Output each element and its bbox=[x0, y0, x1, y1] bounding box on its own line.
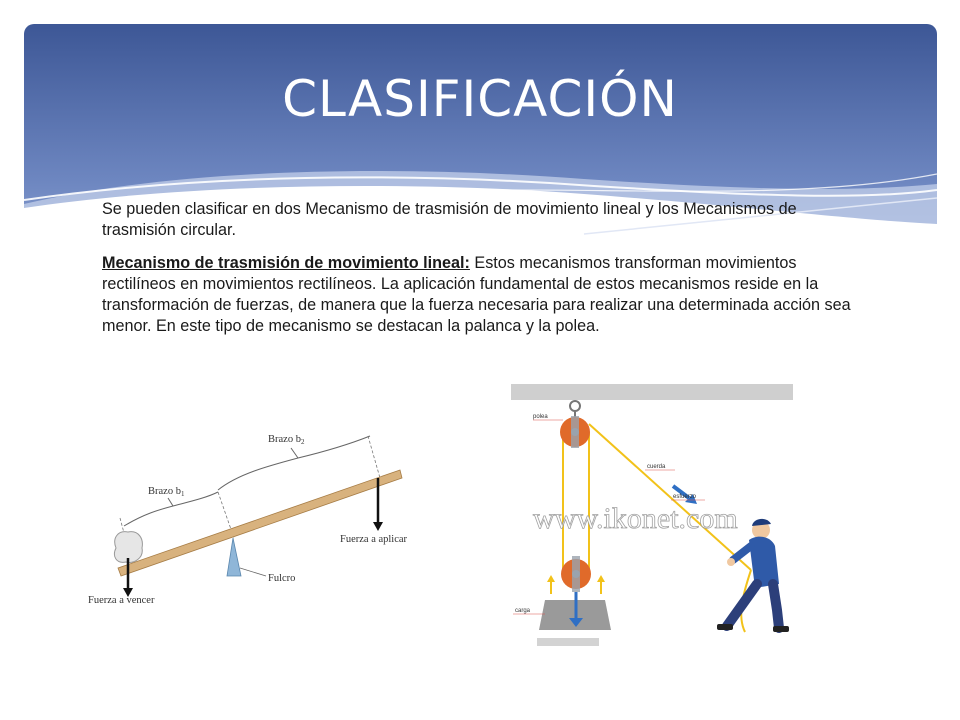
lever-diagram: Brazo b2 Brazo b1 Fuerza a aplicar Fuerz… bbox=[88, 418, 418, 610]
watermark-text: www.ikonet.com bbox=[533, 502, 738, 535]
arm-b1-label: Brazo b1 bbox=[148, 486, 185, 498]
load-rock bbox=[113, 531, 143, 563]
slide-body: Se pueden clasificar en dos Mecanismo de… bbox=[102, 199, 862, 337]
header-background bbox=[24, 24, 937, 284]
lever-beam bbox=[117, 469, 403, 577]
resistance-force-label: Fuerza a vencer bbox=[88, 595, 155, 606]
slide-title: CLASIFICACIÓN bbox=[282, 70, 678, 128]
worker-figure bbox=[717, 518, 789, 633]
applied-force-label: Fuerza a aplicar bbox=[340, 534, 408, 545]
header-band bbox=[24, 24, 937, 284]
intro-paragraph: Se pueden clasificar en dos Mecanismo de… bbox=[102, 200, 797, 239]
guide-line-effort bbox=[367, 435, 381, 479]
load-label: carga bbox=[515, 608, 531, 614]
linear-mechanism-term: Mecanismo de trasmisión de movimiento li… bbox=[102, 254, 470, 272]
arm-b1-bracket bbox=[123, 491, 219, 527]
ceiling-beam bbox=[511, 384, 793, 400]
linear-mechanism-description: Estos mecanismos transforman movimientos… bbox=[102, 254, 851, 335]
effort-arrow bbox=[671, 484, 691, 500]
arm-b2-label: Brazo b2 bbox=[268, 434, 305, 446]
linear-mechanism-paragraph: Mecanismo de trasmisión de movimiento li… bbox=[102, 253, 862, 337]
rope-pull bbox=[588, 423, 752, 571]
fulcrum-label: Fulcro bbox=[268, 573, 295, 584]
fulcrum-triangle bbox=[226, 537, 242, 577]
effort-label: esfuerzo bbox=[673, 494, 697, 500]
rope-label: cuerda bbox=[647, 464, 666, 470]
pulley-label: polea bbox=[533, 414, 548, 420]
pulley-diagram: polea cuerda esfuerzo carga www.ikonet.c… bbox=[505, 384, 795, 650]
arm-b2-bracket bbox=[217, 435, 371, 491]
